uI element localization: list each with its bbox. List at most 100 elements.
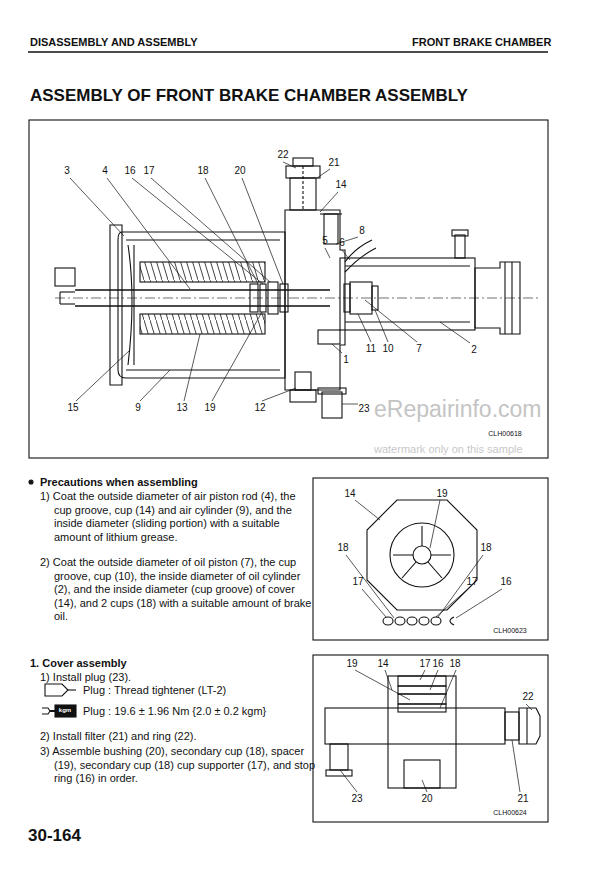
callout-number: 11 <box>366 343 376 355</box>
brake-chamber-drawing <box>345 265 470 266</box>
leader-line <box>420 670 425 680</box>
figure-frame <box>313 478 548 640</box>
cover-section-view <box>325 708 505 744</box>
callout-number: 18 <box>197 165 208 177</box>
callout-number: 18 <box>337 542 348 554</box>
leader-line <box>70 162 470 404</box>
leader-line <box>184 334 200 401</box>
callout-number: 14 <box>344 488 355 500</box>
cover-front-view <box>419 617 429 625</box>
section-header: DISASSEMBLY AND ASSEMBLY <box>30 36 197 49</box>
leader-line <box>317 169 330 178</box>
leader-line <box>440 670 456 708</box>
brake-chamber-drawing <box>75 305 330 306</box>
brake-chamber-drawing <box>133 245 134 365</box>
subheading: 1. Cover assembly <box>30 657 127 670</box>
brake-chamber-drawing <box>504 262 505 334</box>
leader-line <box>262 388 296 401</box>
cover-section-view <box>526 708 527 744</box>
leader-line <box>107 178 190 289</box>
leader-line <box>346 555 394 618</box>
callout-number: 17 <box>419 658 430 670</box>
leader-line <box>325 248 330 258</box>
callout-number: 14 <box>377 658 388 670</box>
brake-chamber-drawing <box>128 245 132 365</box>
brake-chamber-drawing <box>511 262 512 334</box>
header-rule <box>28 51 548 52</box>
cover-section-view <box>388 676 456 788</box>
cover-section-view <box>398 686 446 694</box>
cover-section-view <box>398 676 446 686</box>
leader-line <box>512 740 520 792</box>
cover-section-view <box>398 704 446 712</box>
leader-line <box>436 589 468 617</box>
cover-front-view <box>413 546 431 564</box>
callout-number: 5 <box>322 235 328 247</box>
callout-number: 19 <box>346 658 357 670</box>
bullet-dot <box>29 480 33 484</box>
callout-number: 19 <box>436 488 447 500</box>
figure-code: CLH00624 <box>493 809 526 817</box>
header-rule <box>28 51 548 53</box>
instruction-text: 2) Coat the outside diameter of oil pist… <box>40 556 316 624</box>
instruction-text: 3) Assemble bushing (20), secondary cup … <box>40 745 316 786</box>
callout-number: 16 <box>500 576 511 588</box>
cover-front-view <box>383 617 393 625</box>
brake-chamber-drawing <box>126 239 280 240</box>
leader-line <box>440 322 470 343</box>
cover-section-view <box>330 744 348 770</box>
brake-chamber-drawing <box>75 289 330 290</box>
bullet-dot <box>29 480 33 484</box>
brake-chamber-drawing <box>268 282 278 314</box>
leader-line <box>385 670 392 690</box>
callout-number: 21 <box>328 157 339 169</box>
leader-line <box>205 178 258 284</box>
unit-text: kgm <box>59 707 71 714</box>
leader-line <box>132 178 263 284</box>
watermark: eRepairinfo.com <box>374 396 541 424</box>
callout-number: 22 <box>277 149 288 161</box>
brake-chamber-drawing <box>345 321 470 322</box>
cover-front-view <box>407 617 417 625</box>
brake-chamber-drawing <box>290 390 316 402</box>
callout-number: 15 <box>67 402 78 414</box>
callout-number: 23 <box>358 403 369 415</box>
brake-chamber-drawing <box>250 284 258 312</box>
brake-chamber-drawing <box>455 235 465 258</box>
spec-text: Plug : Thread tightener (LT-2) <box>83 684 226 697</box>
brake-chamber-drawing <box>285 210 345 390</box>
leader-line <box>430 670 438 690</box>
callout-number: 14 <box>335 179 346 191</box>
brake-chamber-drawing <box>280 284 288 312</box>
leader-line <box>332 344 342 353</box>
brake-chamber-drawing <box>320 213 342 214</box>
brake-chamber-drawing <box>55 298 540 299</box>
brake-chamber-drawing <box>302 166 303 210</box>
adhesive-icon <box>45 684 68 696</box>
torque-icon <box>50 710 55 712</box>
leader-line <box>151 178 270 282</box>
leader-line <box>456 589 502 618</box>
leader-line <box>422 780 427 792</box>
cover-front-view <box>450 617 454 625</box>
leader-line <box>76 350 130 401</box>
callout-number: 9 <box>135 402 141 414</box>
brake-chamber-drawing <box>55 268 75 286</box>
callout-number: 20 <box>421 793 432 805</box>
callout-number: 17 <box>466 576 477 588</box>
callout-number: 4 <box>102 165 108 177</box>
callout-number: 13 <box>176 402 187 414</box>
callout-number: 17 <box>352 576 363 588</box>
leader-line <box>375 310 388 342</box>
brake-chamber-drawing <box>344 284 350 312</box>
figure-frame <box>29 120 548 458</box>
cover-section-view <box>398 694 446 704</box>
leader-line <box>140 370 170 401</box>
cover-section-view <box>326 770 352 776</box>
callout-number: 1 <box>343 354 349 366</box>
callout-number: 17 <box>143 165 154 177</box>
callout-number: 21 <box>517 793 528 805</box>
leader-line <box>340 770 357 792</box>
leader-line <box>340 670 532 792</box>
page-title: ASSEMBLY OF FRONT BRAKE CHAMBER ASSEMBLY <box>30 86 468 106</box>
